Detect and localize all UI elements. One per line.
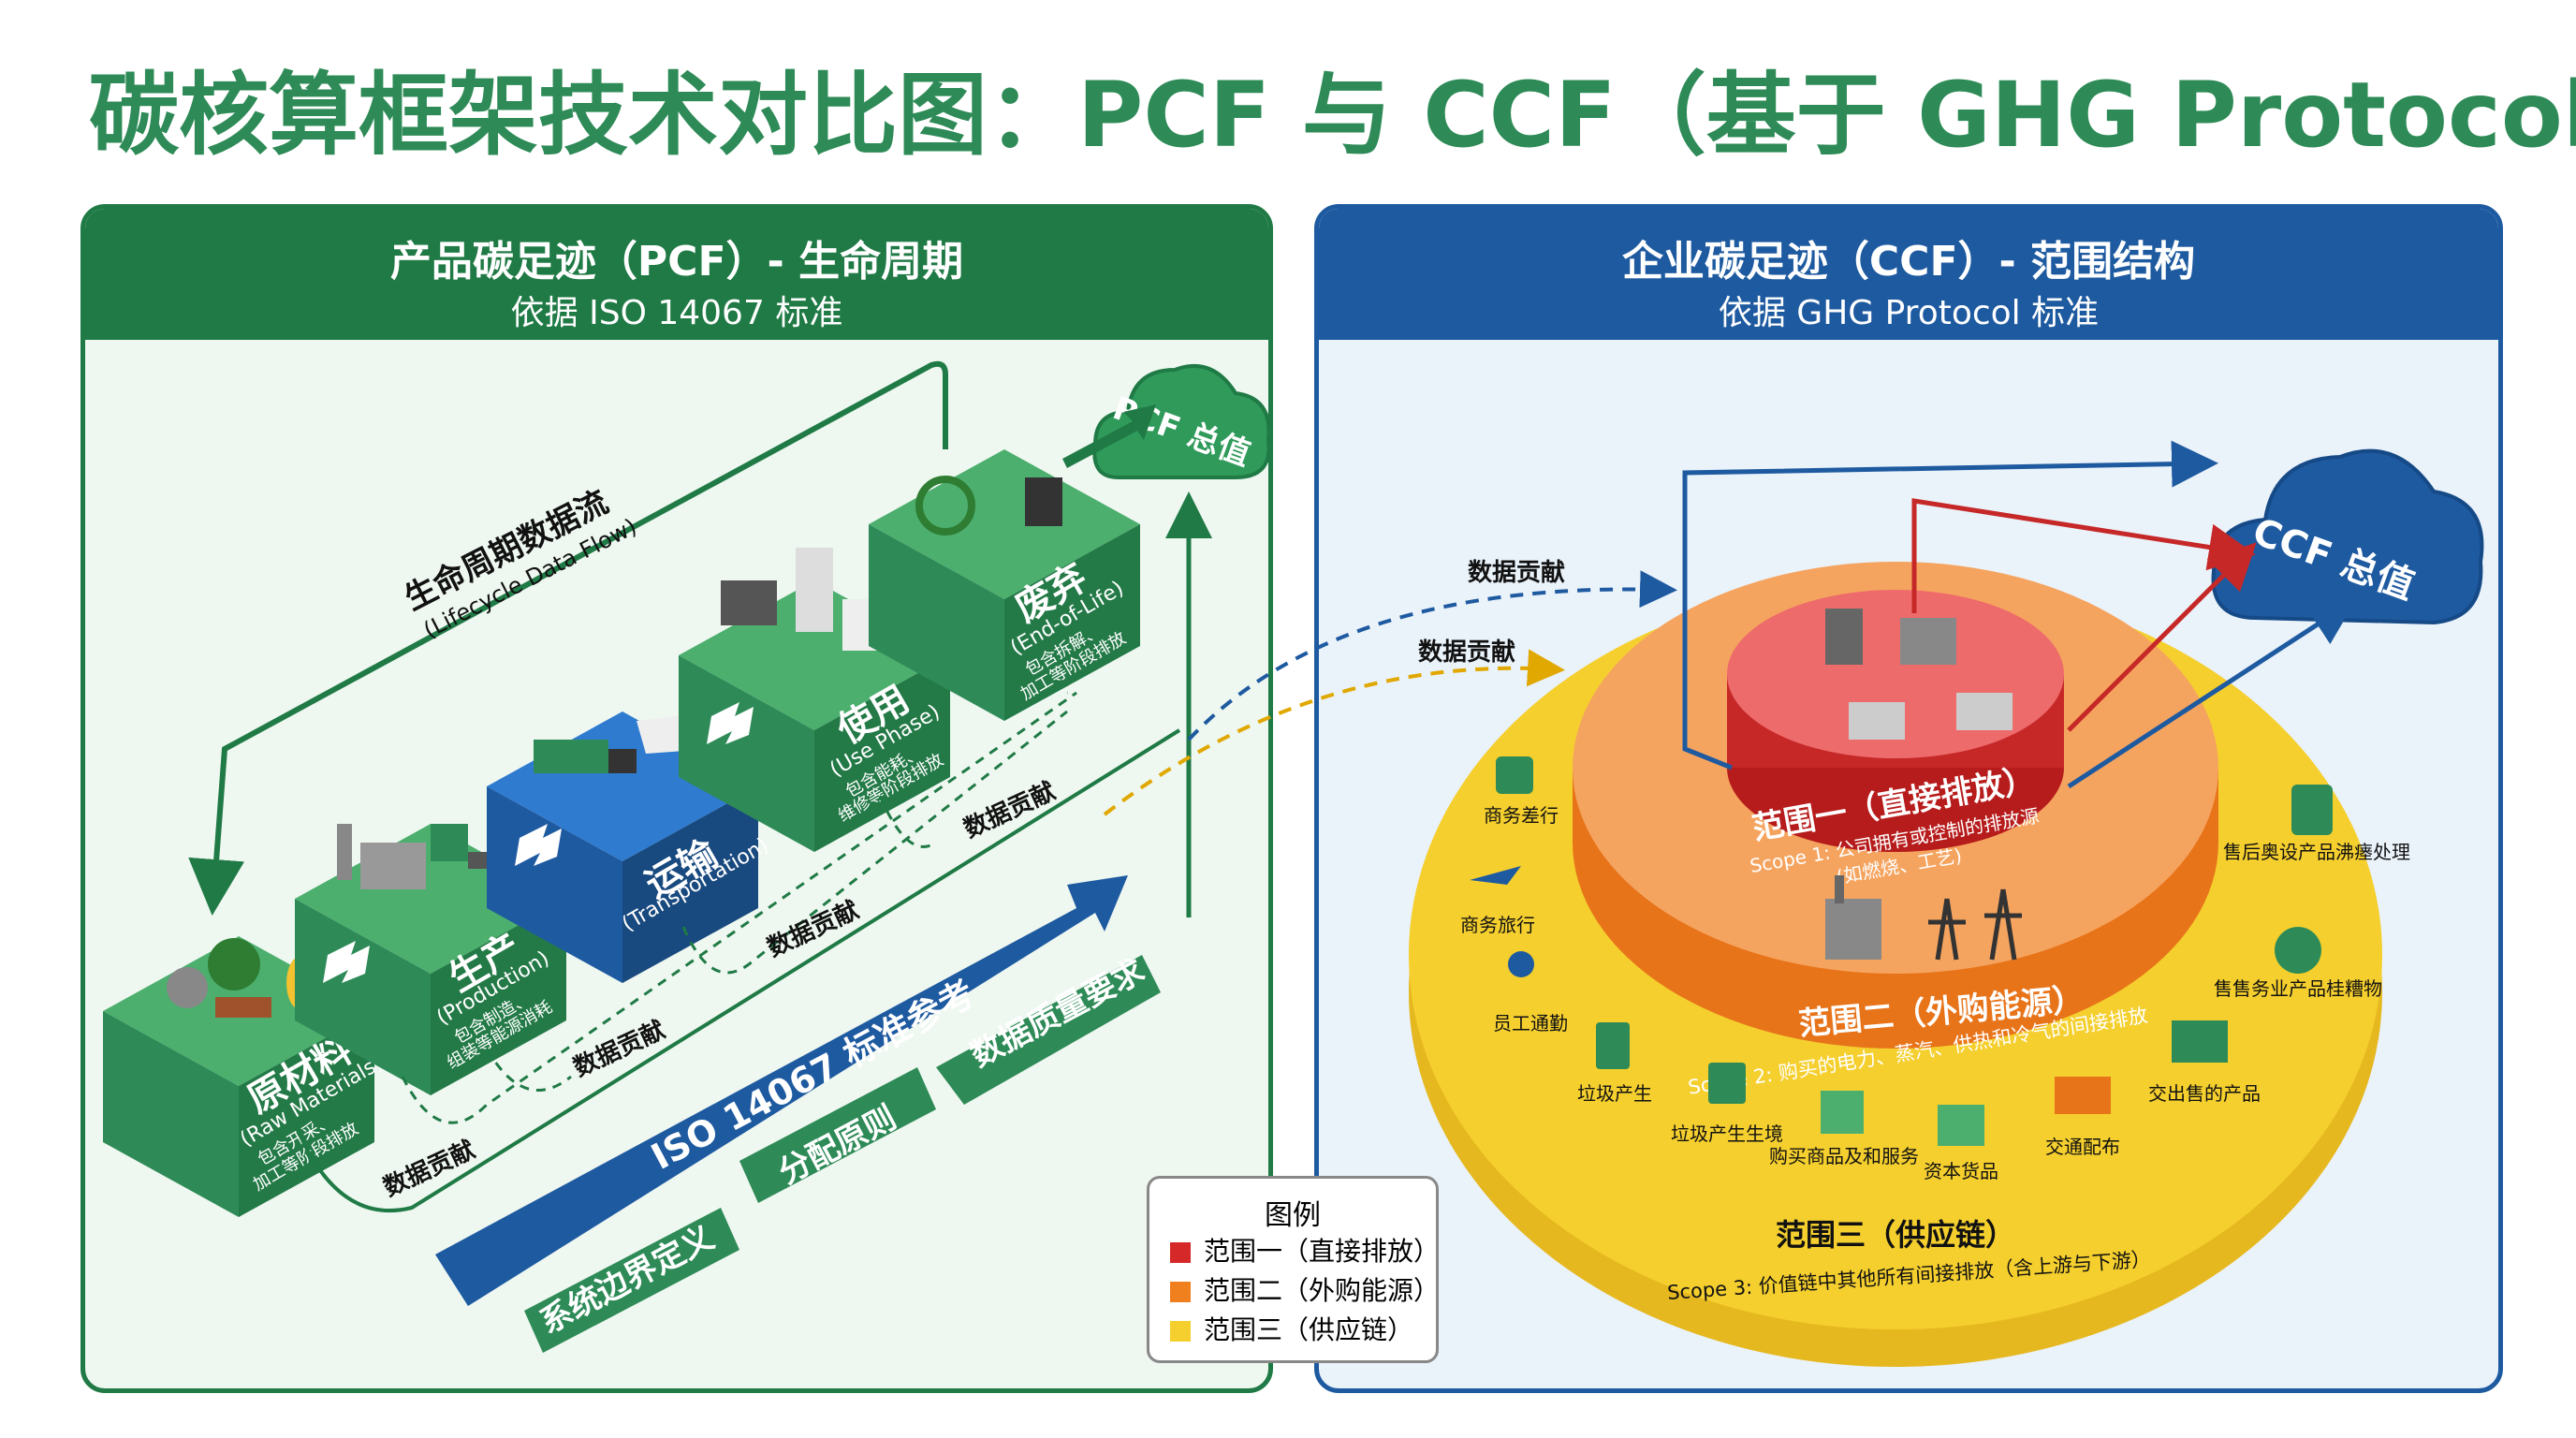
stage-raw-materials: 原材料 (Raw Materials) 包含开采、 加工等阶段排放 bbox=[103, 936, 387, 1217]
legend-label-scope2: 范围二（外购能源） bbox=[1204, 1275, 1441, 1306]
ccf-header: 企业碳足迹（CCF）- 范围结构 依据 GHG Protocol 标准 bbox=[1319, 209, 2498, 340]
legend-swatch-scope1 bbox=[1170, 1242, 1191, 1263]
cross-contribution-yellow bbox=[1103, 649, 1565, 816]
pcf-header: 产品碳足迹（PCF）- 生命周期 依据 ISO 14067 标准 bbox=[85, 209, 1268, 340]
cross-contribution-label-2: 数据贡献 bbox=[1418, 638, 1515, 667]
legend-title: 图例 bbox=[1265, 1199, 1321, 1232]
eol-to-cloud-arrow bbox=[1062, 404, 1156, 468]
s3-item-6: 资本货品 bbox=[1924, 1160, 1998, 1182]
pcf-contribution-lines bbox=[401, 691, 1077, 1124]
legend-item-scope3: 范围三（供应链） bbox=[1170, 1312, 1413, 1349]
stage-step-arrows bbox=[323, 702, 754, 983]
scope3-items: 商务差行 商务旅行 员工通勤 垃圾产生 垃圾产生生境 购买商品及和服务 资本货品… bbox=[1460, 756, 2410, 1182]
s3-item-2: 员工通勤 bbox=[1493, 1012, 1568, 1034]
contribution-label-3: 数据贡献 bbox=[763, 896, 863, 962]
legend-item-scope2: 范围二（外购能源） bbox=[1170, 1272, 1440, 1310]
ccf-header-subtitle: 依据 GHG Protocol 标准 bbox=[1718, 294, 2100, 332]
scope1-disk bbox=[1727, 590, 2064, 852]
scope3-title: 范围三（供应链） bbox=[1776, 1217, 2015, 1253]
scope1-to-cloud-arrow bbox=[1911, 498, 2256, 613]
legend: 图例 范围一（直接排放） 范围二（外购能源） 范围三（供应链） bbox=[1147, 1176, 1440, 1363]
ccf-total-cloud: CCF 总值 bbox=[2211, 448, 2484, 625]
cross-contribution-blue bbox=[1187, 570, 1677, 741]
pcf-header-title: 产品碳足迹（PCF）- 生命周期 bbox=[389, 238, 964, 286]
page-title: 碳核算框架技术对比图：PCF 与 CCF（基于 GHG Protocol） bbox=[89, 63, 2576, 168]
scope2-icons bbox=[1825, 875, 2022, 961]
s3-item-10: 售后奥设产品沸瘗处理 bbox=[2223, 841, 2410, 863]
s3-item-8: 交出售的产品 bbox=[2148, 1082, 2261, 1105]
s3-item-0: 商务差行 bbox=[1484, 804, 1559, 827]
s3-item-9: 售售务业产品桂糟物 bbox=[2214, 977, 2382, 1000]
stage-production: 生产 (Production) 包含制造、 组装等能源消耗 bbox=[295, 824, 566, 1095]
scope-to-cloud-blue-arrow bbox=[1682, 440, 2218, 770]
contribution-label-1: 数据贡献 bbox=[379, 1136, 479, 1202]
pcf-total-cloud: PCF 总值 bbox=[1092, 363, 1271, 479]
legend-item-scope1: 范围一（直接排放） bbox=[1170, 1233, 1440, 1270]
cross-contribution-label-1: 数据贡献 bbox=[1468, 559, 1565, 587]
s3-item-3: 垃圾产生 bbox=[1577, 1082, 1652, 1105]
legend-swatch-scope3 bbox=[1170, 1321, 1191, 1342]
pcf-header-subtitle: 依据 ISO 14067 标准 bbox=[510, 294, 843, 332]
legend-label-scope3: 范围三（供应链） bbox=[1204, 1314, 1414, 1345]
s3-item-1: 商务旅行 bbox=[1460, 914, 1535, 936]
lifecycle-loop-arrow bbox=[188, 360, 948, 916]
scope2-to-cloud-arrow bbox=[2067, 598, 2357, 789]
stage-end-of-life: 废弃 (End-of-Life) 包含拆解、 加工等阶段排放 bbox=[869, 449, 1140, 721]
ccf-header-title: 企业碳足迹（CCF）- 范围结构 bbox=[1621, 238, 2196, 286]
scope1-side-arrow bbox=[2067, 542, 2257, 732]
s3-item-5: 购买商品及和服务 bbox=[1769, 1145, 1919, 1167]
contribution-label-2: 数据贡献 bbox=[569, 1016, 669, 1082]
s3-item-7: 交通配布 bbox=[2045, 1136, 2120, 1158]
legend-swatch-scope2 bbox=[1170, 1282, 1191, 1302]
legend-label-scope1: 范围一（直接排放） bbox=[1204, 1236, 1441, 1267]
s3-item-4: 垃圾产生生境 bbox=[1671, 1123, 1783, 1145]
